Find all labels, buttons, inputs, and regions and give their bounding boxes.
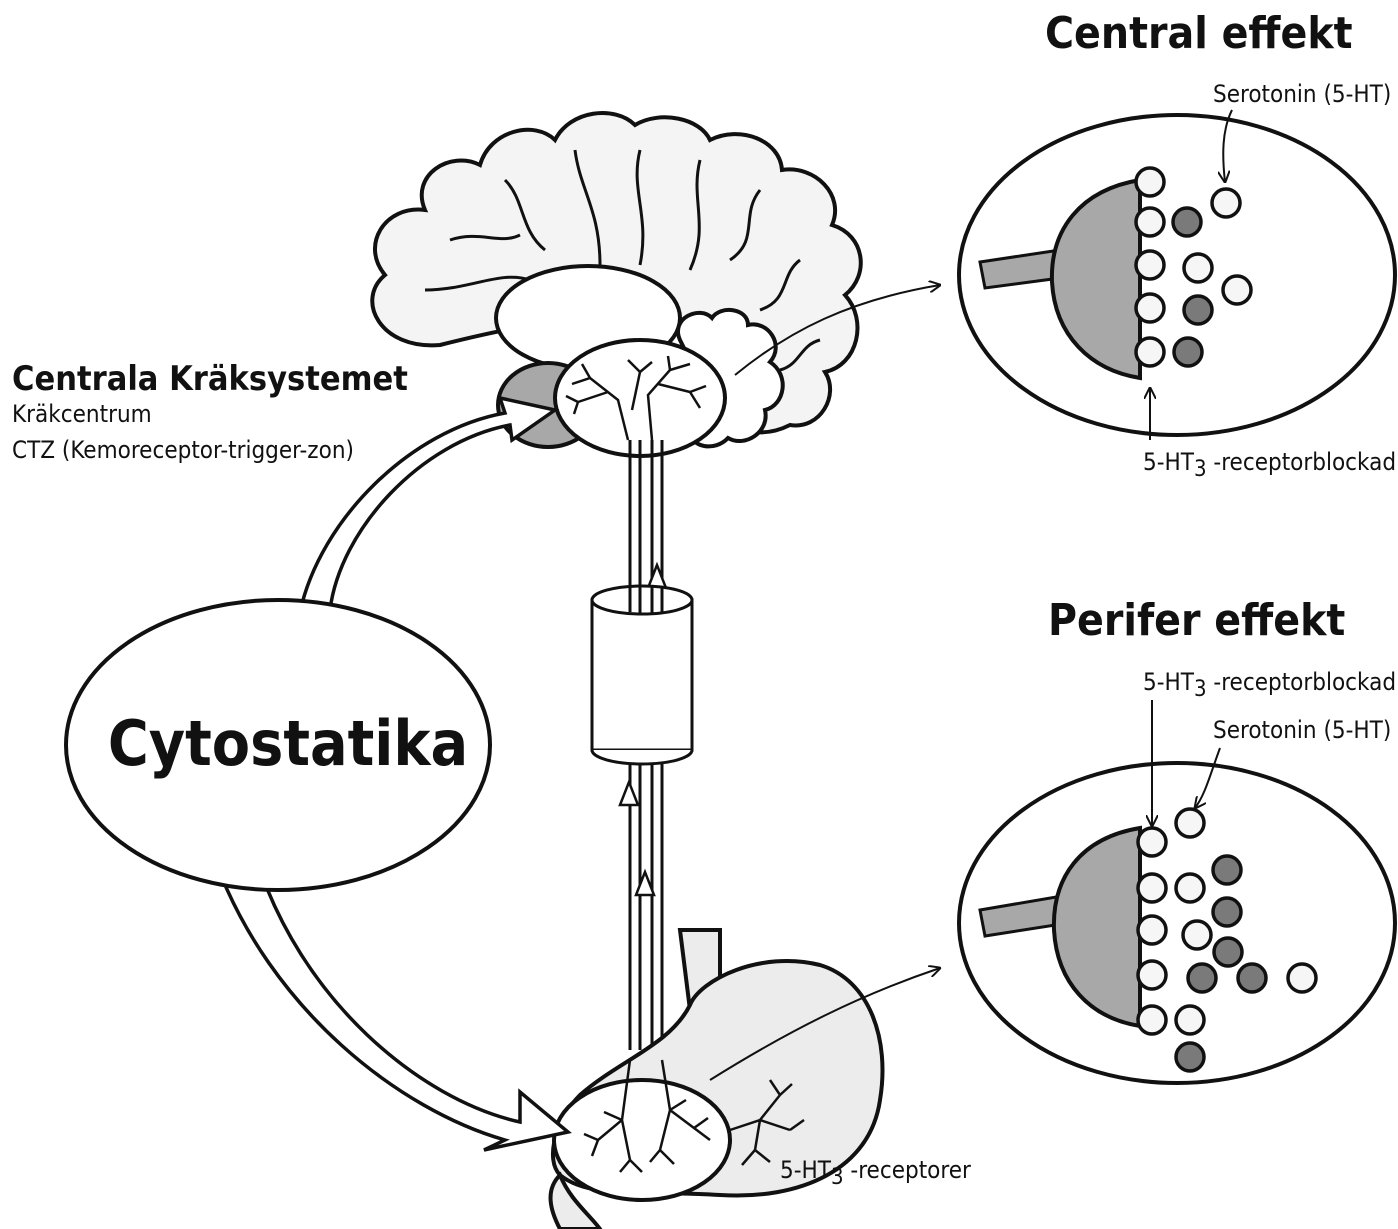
- arrow-to-brain: [300, 398, 555, 612]
- cytostatika-group: Cytostatika: [66, 398, 568, 1150]
- kraksystemet-title: Centrala Kräksystemet: [12, 359, 408, 399]
- perifer-serotonin-label: Serotonin (5-HT): [1213, 716, 1391, 744]
- central-blockad-label: 5-HT3 -receptorblockad: [1143, 448, 1396, 482]
- arrow-to-stomach: [215, 855, 568, 1150]
- cytostatika-label: Cytostatika: [108, 707, 468, 780]
- ganglion-cylinder: [592, 586, 692, 764]
- vomiting-center: [555, 340, 725, 456]
- left-labels: Centrala Kräksystemet Kräkcentrum CTZ (K…: [12, 359, 408, 464]
- stomach-receptor-zone: [554, 1080, 730, 1200]
- central-effect-title: Central effekt: [1045, 8, 1353, 59]
- ctz-label: CTZ (Kemoreceptor-trigger-zon): [12, 436, 354, 464]
- krakcentrum-label: Kräkcentrum: [12, 400, 152, 428]
- central-serotonin-label: Serotonin (5-HT): [1213, 80, 1391, 108]
- brain-illustration: [372, 113, 860, 456]
- perifer-effect-title: Perifer effekt: [1048, 595, 1345, 646]
- perifer-blockad-label: 5-HT3 -receptorblockad: [1143, 668, 1396, 702]
